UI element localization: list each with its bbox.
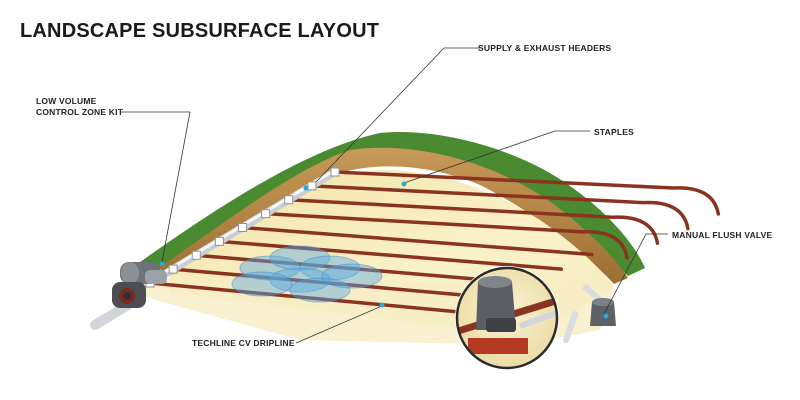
dripline (171, 267, 503, 301)
dripline-group (148, 170, 721, 315)
label-headers: SUPPLY & EXHAUST HEADERS (478, 43, 612, 53)
callout-dots (159, 181, 609, 319)
header-fitting (238, 223, 247, 232)
dripline (310, 184, 690, 231)
header-fitting (214, 236, 224, 246)
label-control-zone-kit: LOW VOLUME CONTROL ZONE KIT (36, 96, 123, 118)
dripline (287, 198, 660, 245)
header-fitting (284, 195, 294, 205)
dripline (240, 225, 594, 257)
header-fitting (191, 250, 201, 260)
wet-zone-circle (321, 263, 383, 289)
grass-berm (140, 132, 645, 276)
wet-zone-circle (289, 277, 351, 303)
dripline (263, 211, 629, 260)
flush-valve-inset (455, 266, 559, 370)
dripline (148, 281, 472, 315)
wet-zone (231, 245, 383, 303)
header-fitting (261, 209, 271, 219)
header-fitting (307, 181, 317, 191)
callout-lines (120, 47, 668, 344)
header-fitting (330, 167, 340, 177)
wet-zone-circle (231, 271, 293, 297)
flush-valve-box (563, 283, 616, 343)
dripline (333, 170, 721, 216)
label-control-zone-kit-line1: LOW VOLUME (36, 96, 97, 106)
label-flush-valve: MANUAL FLUSH VALVE (672, 230, 773, 240)
wet-zone-circle (269, 267, 331, 293)
page-title: LANDSCAPE SUBSURFACE LAYOUT (20, 20, 380, 42)
label-dripline: TECHLINE CV DRIPLINE (192, 338, 295, 348)
label-staples: STAPLES (594, 127, 634, 137)
dripline (217, 239, 564, 271)
header-fitting (168, 264, 178, 274)
label-control-zone-kit-line2: CONTROL ZONE KIT (36, 107, 124, 117)
control-zone-kit (90, 262, 167, 330)
